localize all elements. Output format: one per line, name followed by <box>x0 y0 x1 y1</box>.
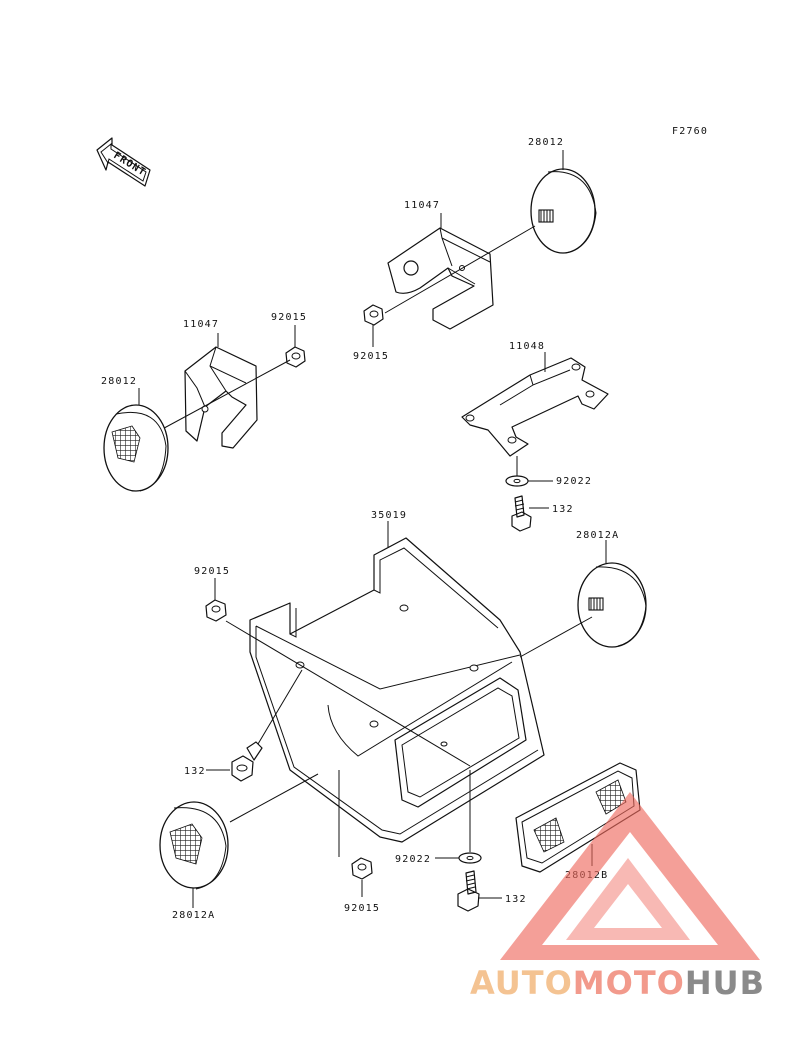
reflector-top-right <box>530 168 597 254</box>
label-bracket-top: 11047 <box>404 200 440 211</box>
label-nut-bottom: 92015 <box>344 903 380 914</box>
nut-bottom <box>351 857 373 880</box>
reflector-left <box>103 404 169 492</box>
label-reflector-top-right: 28012 <box>528 137 564 148</box>
label-reflector-left: 28012 <box>101 376 137 387</box>
link-line-cover-nut <box>225 620 471 767</box>
reflector-bottom-left <box>159 801 229 890</box>
label-bolt-left: 132 <box>184 766 206 777</box>
label-washer-bottom: 92022 <box>395 854 431 865</box>
label-bracket-plate: 11048 <box>509 341 545 352</box>
bracket-plate <box>461 357 609 457</box>
washer-mid <box>505 475 529 487</box>
figure-code: F2760 <box>672 126 708 137</box>
front-arrow-icon: FRONT <box>96 137 151 187</box>
label-nut-top: 92015 <box>353 351 389 362</box>
bolt-left <box>231 741 263 782</box>
link-line-bottom-left <box>229 773 319 823</box>
reflector-rear <box>515 762 641 873</box>
washer-bottom <box>458 852 482 864</box>
watermark-logo <box>500 792 760 960</box>
cover <box>249 537 545 843</box>
link-line-bolt-left <box>257 669 303 745</box>
nut-cover-left <box>205 599 227 622</box>
label-reflector-bottom-left: 28012A <box>172 910 215 921</box>
nut-left <box>285 346 306 368</box>
bracket-top <box>387 227 494 330</box>
nut-top <box>363 304 384 326</box>
label-reflector-right: 28012A <box>576 530 619 541</box>
label-bracket-left: 11047 <box>183 319 219 330</box>
link-line-left <box>154 359 291 434</box>
bracket-left <box>184 346 258 449</box>
label-bolt-bottom: 132 <box>505 894 527 905</box>
label-bolt-mid: 132 <box>552 504 574 515</box>
label-cover: 35019 <box>371 510 407 521</box>
reflector-right <box>577 562 647 648</box>
label-nut-cover-left: 92015 <box>194 566 230 577</box>
watermark-text: AUTOMOTOHUB <box>470 964 765 1002</box>
link-line-top <box>384 225 536 314</box>
bolt-bottom <box>457 870 480 912</box>
bolt-mid <box>511 495 532 532</box>
link-line-right <box>519 616 593 658</box>
label-washer-mid: 92022 <box>556 476 592 487</box>
label-nut-left: 92015 <box>271 312 307 323</box>
